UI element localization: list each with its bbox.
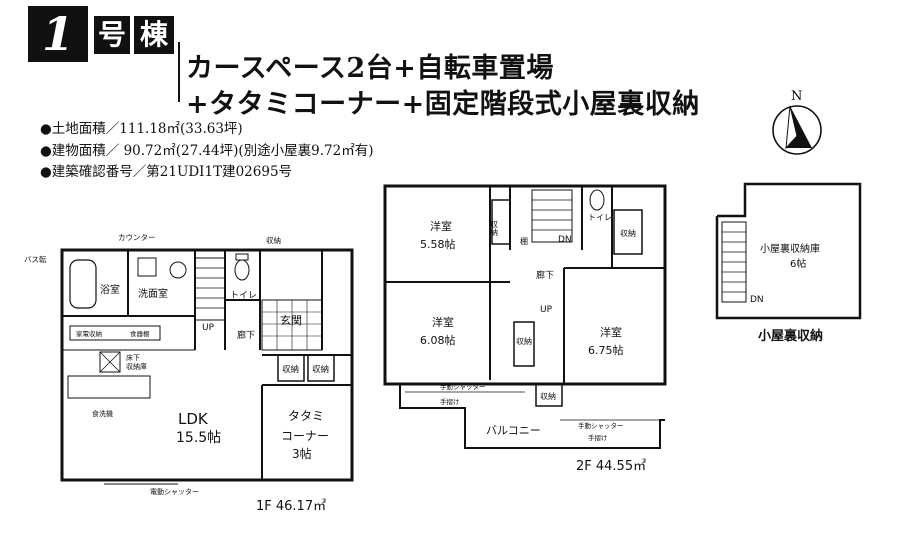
f1-storage-top: 収納: [266, 235, 281, 245]
f2-storage-b: 収納: [516, 336, 532, 346]
f2-storage-d: 収納: [620, 228, 636, 238]
f1-hall: 廊下: [237, 329, 255, 341]
building-number: 1: [28, 6, 88, 62]
f2-room-b: 洋室: [432, 315, 454, 329]
f1-ldk-size: 15.5帖: [176, 430, 221, 446]
f2-area: 2F 44.55㎡: [576, 459, 646, 474]
f2-handrail-2: 手摺け: [588, 433, 608, 442]
f1-storage-2: 収納: [312, 364, 329, 375]
f1-tatami-1: タタミ: [288, 409, 324, 423]
f2-shutter-2: 手動シャッター: [578, 421, 624, 430]
land-area: ●土地面積／111.18㎡(33.63坪): [40, 121, 243, 137]
building-badge: 1 号 棟: [28, 6, 178, 62]
f2-shutter-1: 手動シャッター: [440, 382, 486, 391]
f1-kitchen-storage-b: 食器棚: [130, 329, 150, 338]
f1-toilet: トイレ: [230, 291, 257, 301]
f1-bath-door: バス転: [24, 255, 47, 264]
f2-handrail-1: 手摺け: [440, 397, 460, 406]
title-line-2: +タタミコーナー+固定階段式小屋裏収納: [186, 89, 700, 120]
north-label: N: [791, 89, 802, 104]
f1-tatami-size: 3帖: [292, 446, 312, 461]
f2-toilet: トイレ: [588, 213, 612, 222]
confirmation-number: ●建築確認番号／第21UDI1T建02695号: [40, 164, 293, 180]
f2-room-a: 洋室: [430, 219, 452, 233]
f2-room-b-size: 6.08帖: [420, 334, 456, 347]
f1-dishwasher: 食洗機: [92, 409, 113, 418]
f2-storage-c: 収納: [540, 391, 556, 401]
f1-tatami-2: コーナー: [281, 429, 329, 443]
f1-kitchen-storage-a: 家電収納: [76, 329, 102, 338]
attic-dn: DN: [750, 295, 764, 305]
f2-storage-a: 収納: [490, 219, 499, 237]
building-suffix-tou: 棟: [134, 16, 174, 54]
f1-pantry-2: 収納庫: [126, 362, 147, 371]
building-suffix-gou: 号: [94, 16, 130, 54]
f2-hall: 廊下: [536, 269, 554, 281]
f1-storage-1: 収納: [282, 364, 299, 375]
north-compass-icon: N: [772, 89, 822, 155]
attic-caption: 小屋裏収納: [758, 328, 823, 344]
attic-room: 小屋裏収納庫: [760, 242, 820, 255]
attic-walls: [715, 182, 862, 320]
f1-shutter: 電動シャッター: [150, 487, 199, 496]
floor1-walls: [60, 248, 354, 485]
f2-up: UP: [540, 305, 553, 315]
f1-up: UP: [202, 323, 215, 333]
f2-balcony: バルコニー: [486, 424, 541, 437]
f2-room-c-size: 6.75帖: [588, 344, 624, 357]
building-area: ●建物面積／ 90.72㎡(27.44坪)(別途小屋裏9.72㎡有): [40, 143, 374, 159]
f1-bath: 浴室: [100, 283, 120, 296]
f2-room-c: 洋室: [600, 325, 622, 339]
header-divider: [178, 42, 180, 102]
f1-washroom: 洗面室: [138, 287, 168, 300]
f2-shelf: 棚: [520, 236, 528, 246]
f2-dn: DN: [558, 235, 572, 245]
attic-size: 6帖: [790, 257, 806, 270]
f1-counter: カウンター: [118, 233, 156, 242]
floor2-walls: [383, 184, 667, 449]
f1-ldk: LDK: [178, 410, 209, 428]
f1-entrance: 玄関: [280, 313, 302, 327]
f1-pantry-1: 床下: [126, 353, 140, 362]
title-line-1: カースペース2台+自転車置場: [186, 53, 554, 84]
f1-area: 1F 46.17㎡: [256, 499, 326, 514]
f2-room-a-size: 5.58帖: [420, 238, 456, 251]
